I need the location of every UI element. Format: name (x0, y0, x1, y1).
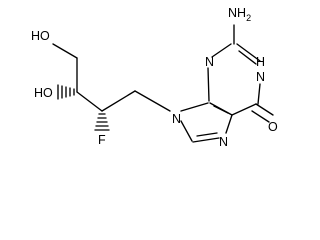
bond-c6-o (255, 103, 274, 116)
bond-c4-n3 (207, 67, 210, 102)
bond-ch2-oh (52, 43, 78, 59)
bond-c2-n1 (236, 43, 261, 62)
n1-hydrogen: H (256, 55, 265, 69)
bond-c4-n9 (180, 102, 209, 112)
amino-group-label: NH2 (228, 6, 251, 23)
bond-c2-n1-double (238, 50, 257, 65)
n9-ring-nitrogen: N (172, 112, 181, 126)
fluorine-atom: F (98, 133, 106, 147)
bond-n9-c8 (180, 120, 193, 142)
bond-c8-n7 (192, 137, 220, 143)
bond-c8-n7-double (196, 132, 218, 137)
amino-group-text: NH (228, 6, 246, 20)
secondary-hydroxyl: HO (34, 86, 53, 100)
hashed-bond-hydroxyl (57, 84, 75, 100)
bond-c6-c5 (231, 103, 257, 116)
bond-n1-c6 (257, 83, 261, 105)
bond-ch2-cf (101, 90, 136, 112)
n1-ring-nitrogen: N (256, 70, 265, 84)
bond-n3-c2 (211, 43, 232, 58)
bond-lines (52, 24, 274, 143)
bond-cf-coh (76, 91, 103, 112)
n3-ring-nitrogen: N (205, 55, 214, 69)
n7-ring-nitrogen: N (219, 135, 228, 149)
bond-c5-c4-double (213, 105, 229, 114)
molecule-structure: NH2 N H N N N O F HO HO (31, 6, 278, 149)
atom-labels: NH2 N H N N N O F HO HO (31, 6, 278, 149)
carbonyl-oxygen: O (268, 120, 278, 134)
bond-n7-c5 (225, 114, 233, 134)
hashed-bond-fluorine (94, 113, 110, 131)
stereo-hash-bonds (57, 84, 110, 131)
amino-subscript: 2 (246, 13, 251, 23)
primary-hydroxyl: HO (31, 29, 50, 43)
bond-c6-o-double (251, 110, 270, 123)
bond-n9-ch2 (134, 90, 171, 112)
